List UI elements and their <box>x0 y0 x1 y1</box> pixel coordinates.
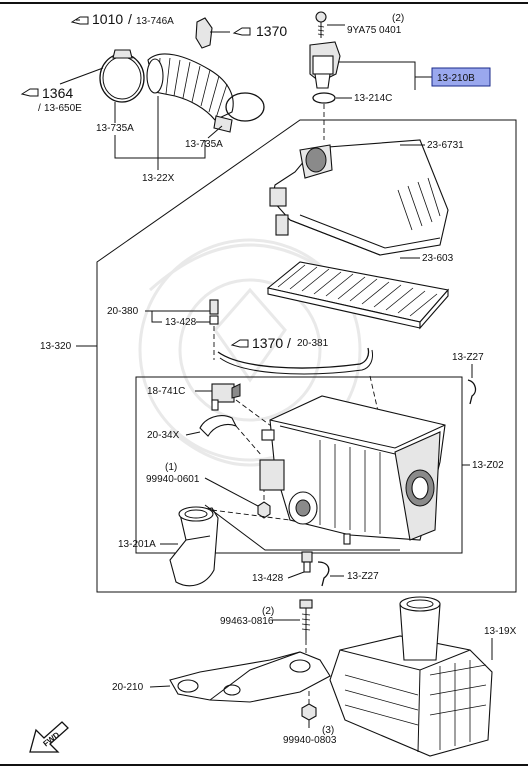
label-13-214c: 13-214C <box>354 93 392 104</box>
dash-duct-case <box>211 509 291 521</box>
label-13-320: 13-320 <box>40 341 72 352</box>
label-13-z02: 13-Z02 <box>472 460 504 471</box>
resonator <box>329 596 493 757</box>
label-13-735a-right: 13-735A <box>185 139 223 150</box>
ref-1364: 1364 <box>42 85 73 101</box>
slash: / <box>128 11 132 27</box>
ref-13-746a: 13-746A <box>136 16 174 27</box>
label-13-428-bottom: 13-428 <box>252 573 284 584</box>
assembly-outline <box>96 119 517 593</box>
label-20-210: 20-210 <box>112 682 144 693</box>
inlet-duct <box>169 506 219 587</box>
bolt-nut <box>257 501 271 519</box>
ref-1010: 1010 <box>92 11 123 27</box>
duct-to-case-line <box>204 504 400 551</box>
hose-fitting-bottom <box>301 551 313 573</box>
vacuum-hose <box>217 347 370 369</box>
hose-fitting-top <box>209 299 219 325</box>
callout-1010: 1010 / 13-746A <box>70 11 174 27</box>
cleaner-cover <box>269 139 449 256</box>
label-20-34x: 20-34X <box>147 430 180 441</box>
label-nut-qty: (3) <box>322 725 334 736</box>
label-13-22x: 13-22X <box>142 173 175 184</box>
pointing-hand-icon <box>20 88 39 97</box>
o-ring <box>312 92 336 104</box>
pointing-hand-icon <box>232 27 251 36</box>
vacuum-hose-inner <box>219 349 373 375</box>
label-20-380: 20-380 <box>107 306 139 317</box>
label-nut-part: 99940-0803 <box>283 735 337 746</box>
ref-13-650e: 13-650E <box>44 103 82 114</box>
leader-maf <box>338 61 432 78</box>
label-13-z27-bottom: 13-Z27 <box>347 571 379 582</box>
leader-13-428-bottom <box>287 571 305 579</box>
label-23-603: 23-603 <box>422 253 454 264</box>
label-13-428-top: 13-428 <box>165 317 197 328</box>
hose-20-34x <box>199 415 238 437</box>
pointing-hand-icon <box>230 339 249 348</box>
fwd-arrow-icon: FWD <box>29 721 69 753</box>
right-hose-clamp <box>213 92 265 133</box>
label-13-735a-left: 13-735A <box>96 123 134 134</box>
label-13-z27-top: 13-Z27 <box>452 352 484 363</box>
screw <box>315 11 327 38</box>
callout-1370-top: 1370 <box>232 23 287 39</box>
label-23-6731: 23-6731 <box>427 140 464 151</box>
leader-20-34x <box>185 431 201 436</box>
label-screw-part: 9YA75 0401 <box>347 25 402 36</box>
label-bolt2-qty: (2) <box>262 606 274 617</box>
label-bolt-qty: (1) <box>165 462 177 473</box>
slash2: / <box>38 103 41 114</box>
ref-1370-mid: 1370 <box>252 335 283 351</box>
label-13-19x: 13-19X <box>484 626 517 637</box>
leader-bolt <box>204 477 259 507</box>
label-bolt2-part: 99463-0816 <box>220 616 274 627</box>
left-hose-clamp <box>99 49 145 103</box>
ref-1370-top: 1370 <box>256 23 287 39</box>
pointing-hand-icon <box>70 16 89 25</box>
maf-sensor <box>309 41 341 89</box>
clip-bottom <box>317 561 330 587</box>
leader-1364 <box>59 67 104 85</box>
mount-bracket <box>169 651 331 703</box>
air-cleaner-case <box>259 395 446 545</box>
air-filter-element <box>266 261 450 330</box>
label-screw-qty: (2) <box>392 13 404 24</box>
dash-hose-case2 <box>235 425 263 457</box>
ref-20-381: 20-381 <box>297 338 329 349</box>
hose-connector <box>195 17 213 49</box>
maf-highlight-box <box>431 67 491 87</box>
leader-clamp-right <box>207 125 223 139</box>
callout-1370-mid: 1370 / 20-381 <box>230 335 329 351</box>
label-13-201a: 13-201A <box>118 539 156 550</box>
label-bolt-part: 99940-0601 <box>146 474 200 485</box>
intake-hose <box>146 53 234 121</box>
label-18-741c: 18-741C <box>147 386 185 397</box>
leader-13-22x <box>114 135 206 159</box>
leader-bracket <box>149 685 171 688</box>
nut <box>301 703 317 721</box>
callout-1364: 1364 / 13-650E <box>20 85 82 114</box>
valve <box>211 383 241 411</box>
clip-top <box>467 379 477 405</box>
label-13-210b: 13-210B <box>437 73 475 84</box>
slash3: / <box>287 335 291 351</box>
bolt-2 <box>299 599 313 640</box>
